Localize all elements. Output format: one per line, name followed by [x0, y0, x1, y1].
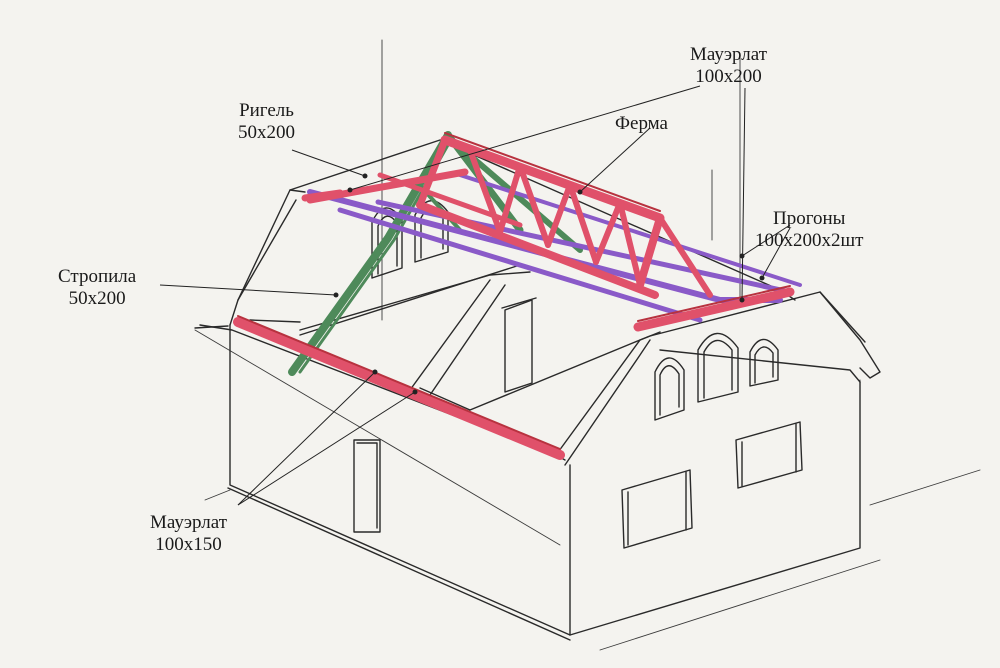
label-mauerlat-top-name: Мауэрлат: [690, 44, 767, 65]
label-mauerlat-bottom-size: 100х150: [155, 534, 222, 555]
mauerlat-lower: [233, 317, 565, 460]
leader-stropila: [159, 284, 337, 296]
leader-dots: [333, 173, 765, 395]
right-gable: [639, 291, 881, 379]
leader-mauerlat-top: [349, 85, 701, 191]
inner-door: [504, 299, 533, 393]
left-gable: [229, 189, 306, 326]
label-mauerlat-top-size: 100х200: [695, 66, 762, 87]
label-stropila-size: 50х200: [68, 288, 126, 309]
label-progony-size: 100х200х2шт: [755, 230, 864, 251]
truss: [306, 132, 713, 299]
arch-window-2: [697, 332, 739, 403]
label-mauerlat-top: Мауэрлат 100х200: [690, 44, 767, 88]
label-rigel-size: 50х200: [238, 122, 295, 143]
left-wall: [229, 324, 571, 636]
window-lower-left: [621, 469, 693, 549]
front-door: [353, 439, 381, 533]
label-rigel-name: Ригель: [239, 100, 294, 121]
leader-lines: [159, 85, 791, 506]
label-stropila-name: Стропила: [58, 266, 137, 287]
leader-mauerlat-bottom: [237, 371, 376, 506]
label-mauerlat-bottom: Мауэрлат 100х150: [150, 512, 227, 556]
label-mauerlat-bottom-name: Мауэрлат: [150, 512, 227, 533]
arch-window-3: [749, 338, 779, 387]
leader-ferma: [579, 127, 651, 193]
window-lower-right: [735, 421, 803, 489]
mauerlat-upper: [633, 287, 795, 332]
leader-rigel: [291, 149, 366, 177]
leader-progony: [741, 224, 791, 257]
label-ferma-name: Ферма: [615, 113, 668, 134]
label-stropila: Стропила 50х200: [58, 266, 136, 310]
label-progony-name: Прогоны: [772, 208, 846, 229]
label-rigel: Ригель 50х200: [238, 100, 295, 144]
right-wall: [569, 381, 861, 636]
arch-window-1: [654, 357, 685, 421]
label-ferma: Ферма: [615, 113, 668, 135]
label-progony: Прогоны 100х200х2шт: [755, 208, 863, 252]
mauerlat-beams: [233, 189, 795, 460]
